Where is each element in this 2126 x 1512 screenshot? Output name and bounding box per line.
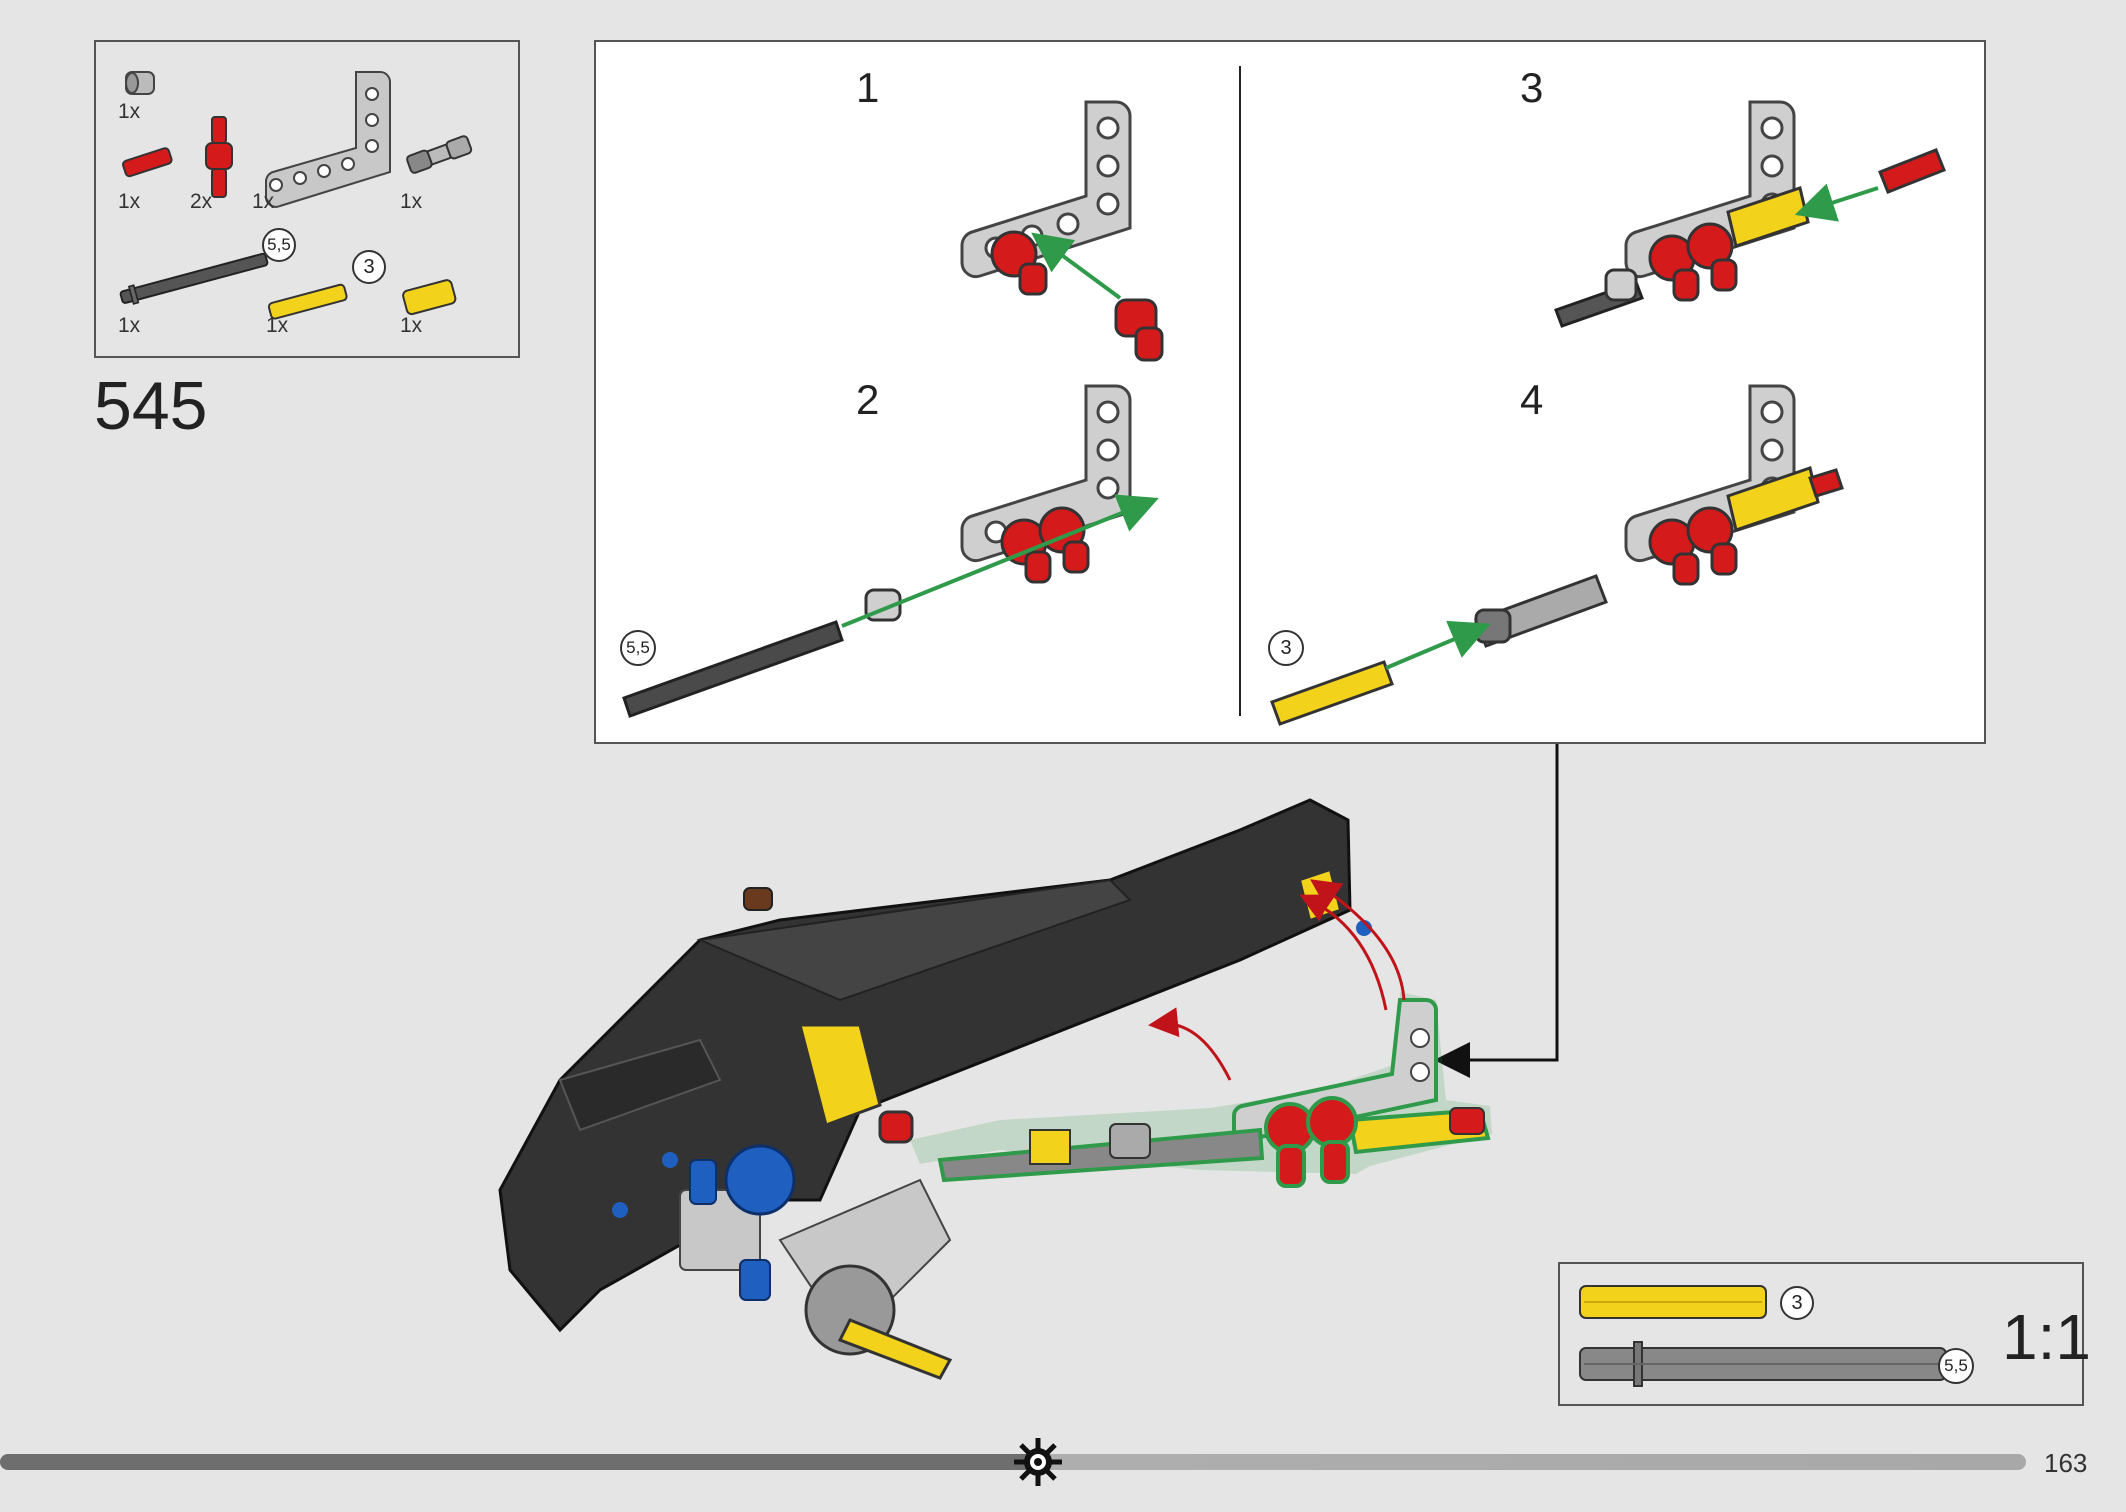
progress-bar-fill (0, 1454, 1038, 1470)
progress-gear-icon (1014, 1438, 1062, 1486)
qty-dark-axle: 1x (118, 314, 141, 337)
sub-step-1-number: 1 (856, 64, 880, 111)
scale-callout-5-5: 5,5 (1938, 1348, 1974, 1384)
parts-list-box: 1x 1x 2x 1x 1x 1x 1x 1x 5,5 3 (94, 40, 520, 358)
sub-step-3-number: 3 (1520, 64, 1544, 111)
qty-bush: 1x (118, 100, 141, 123)
sub-step-2-number: 2 (856, 376, 880, 423)
scale-box: 3 5,5 1:1 (1558, 1262, 2091, 1406)
step4-assembly (1648, 466, 1844, 586)
sub-step-4-number: 4 (1520, 376, 1544, 423)
step2-l-beam (960, 384, 1132, 563)
step3-assembly (1554, 186, 1810, 328)
scale-label: 1:1 (2002, 1301, 2091, 1373)
red-axle-connector-icon (122, 147, 173, 178)
scale-callout-3: 3 (1780, 1286, 1814, 1320)
step4-yellow-axle (1270, 660, 1394, 726)
qty-red-pin-connector: 2x (190, 190, 213, 213)
qty-yellow-axle: 1x (266, 314, 289, 337)
step1-red-connector-new (1114, 298, 1164, 362)
step-number: 545 (94, 368, 208, 444)
scale-box-art (1579, 1285, 1947, 1387)
qty-yellow-connector: 1x (400, 314, 423, 337)
page-number: 163 (2044, 1448, 2088, 1478)
parts-list-art (119, 71, 473, 320)
sub-step-2-callout: 5,5 (620, 630, 656, 666)
red-pin-connector-icon (205, 116, 233, 198)
sub-step-4-callout: 3 (1268, 630, 1304, 666)
length-callout-5-5: 5,5 (262, 228, 296, 262)
yellow-axle-icon (267, 283, 348, 320)
new-subassembly-highlight (910, 992, 1492, 1188)
sub-steps-art (622, 100, 1946, 726)
dark-axle-icon (119, 252, 269, 305)
qty-l-beam: 1x (252, 190, 275, 213)
yellow-connector-icon (402, 279, 457, 316)
universal-joint-icon (406, 135, 473, 174)
qty-red-axle-connector: 1x (118, 190, 141, 213)
step2-dark-axle (622, 620, 844, 718)
sub-steps-panel: 1 2 3 4 5,5 3 (594, 40, 1986, 744)
step3-red-connector-new (1878, 148, 1946, 194)
l-beam-icon (264, 71, 391, 208)
qty-universal-joint: 1x (400, 190, 423, 213)
length-callout-3: 3 (352, 250, 386, 284)
bush-icon (125, 71, 155, 95)
sub-steps-divider (1239, 66, 1241, 716)
